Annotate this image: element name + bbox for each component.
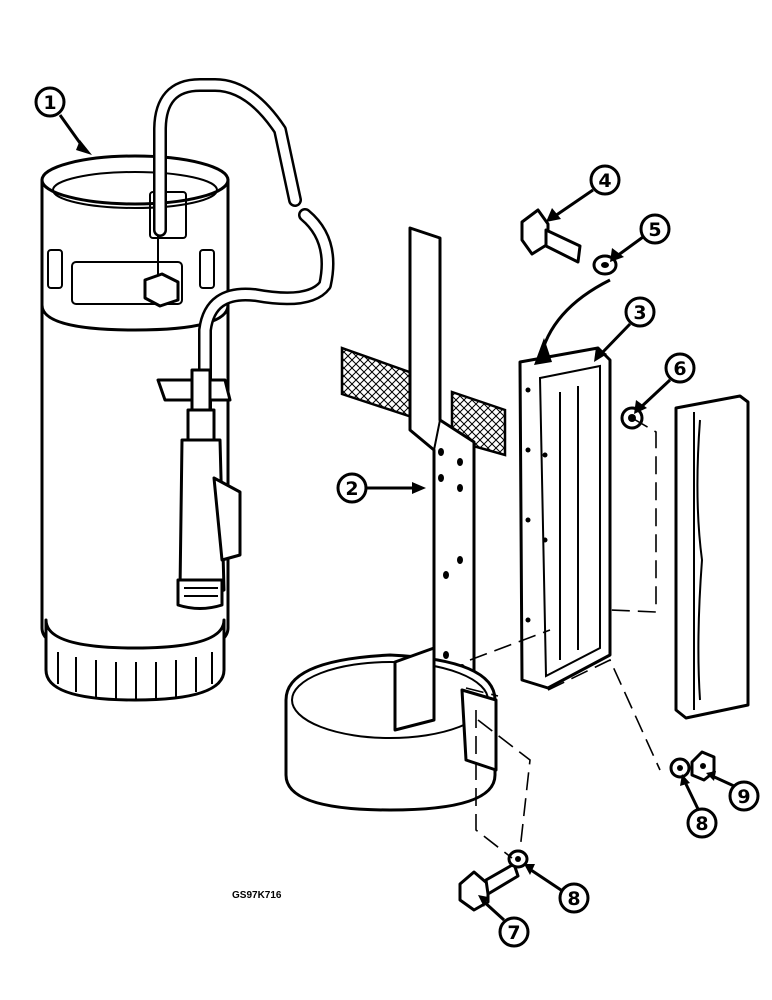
callout-label: 2 xyxy=(345,478,358,500)
callout-8-right: 8 xyxy=(680,774,718,839)
callout-label: 9 xyxy=(737,786,750,808)
callout-label: 8 xyxy=(567,888,580,910)
drawing-code: GS97K716 xyxy=(232,890,282,901)
callout-9: 9 xyxy=(706,771,760,812)
washer-8-right xyxy=(669,757,691,779)
callout-label: 1 xyxy=(43,92,56,114)
callouts: 1 2 3 4 5 6 xyxy=(34,86,760,948)
bolt-4 xyxy=(520,208,582,264)
callout-label: 4 xyxy=(598,170,611,192)
callout-label: 7 xyxy=(507,922,520,944)
callout-label: 8 xyxy=(695,813,708,835)
callout-2: 2 xyxy=(336,472,426,504)
callout-label: 3 xyxy=(633,302,646,324)
mounting-bracket xyxy=(284,226,507,812)
callout-7: 7 xyxy=(478,895,530,948)
channel-bracket xyxy=(518,278,612,690)
pump-assembly xyxy=(40,78,335,702)
callout-1: 1 xyxy=(34,86,92,155)
callout-8-lower: 8 xyxy=(524,864,590,914)
callout-6: 6 xyxy=(634,352,696,414)
bolt-7 xyxy=(458,862,520,912)
assembly-lines xyxy=(465,417,661,859)
callout-label: 6 xyxy=(673,358,686,380)
washer-8-lower xyxy=(507,849,529,869)
callout-3: 3 xyxy=(594,296,656,362)
callout-4: 4 xyxy=(546,164,621,222)
callout-label: 5 xyxy=(648,219,661,241)
switch-case xyxy=(674,394,750,720)
callout-5: 5 xyxy=(610,213,671,262)
